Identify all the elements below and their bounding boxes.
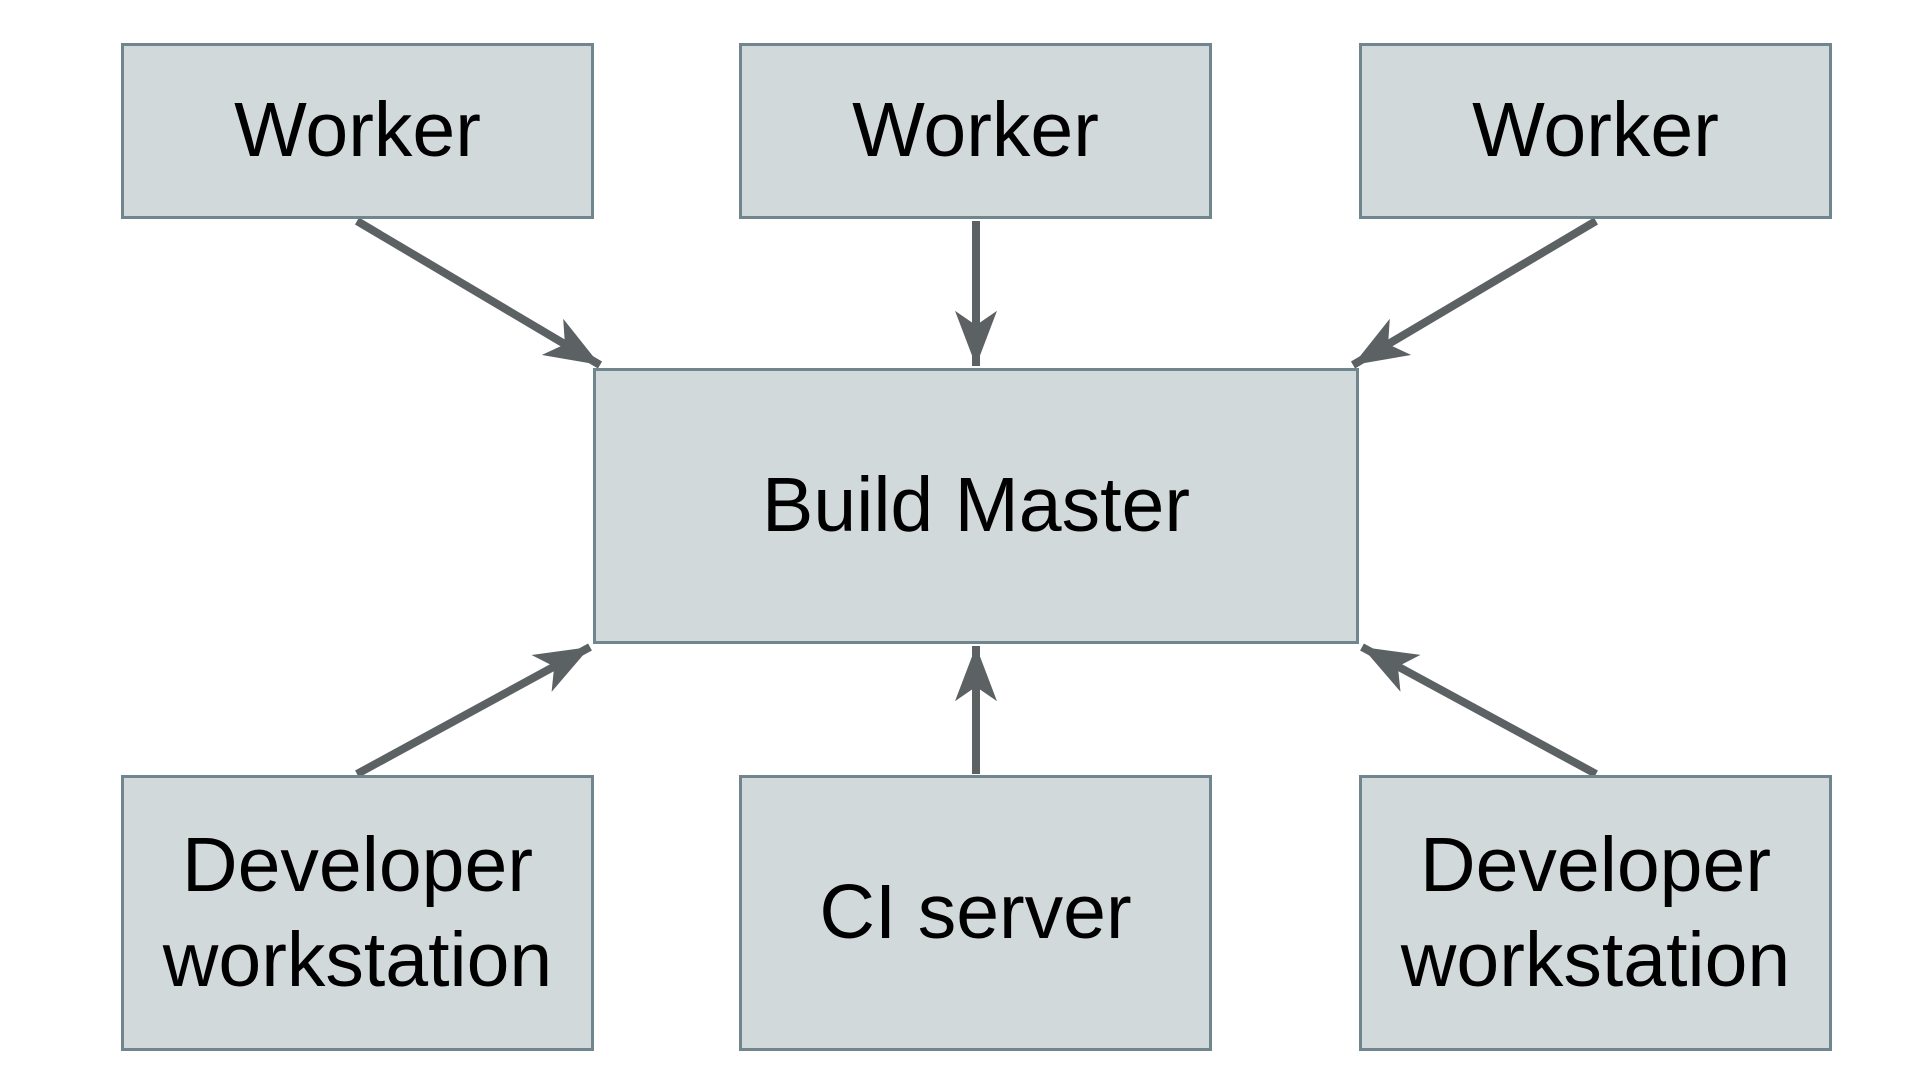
node-worker-1-label: Worker: [234, 87, 481, 174]
node-developer-workstation-2-label: Developer workstation: [1400, 821, 1791, 1003]
node-developer-workstation-1: Developer workstation: [121, 775, 594, 1051]
arrow-developer-workstation-2-to-build-master: [1360, 643, 1598, 778]
node-developer-workstation-1-label: Developer workstation: [162, 821, 553, 1003]
node-ci-server: CI server: [739, 775, 1212, 1051]
arrow-developer-workstation-1-to-build-master: [355, 643, 592, 778]
node-build-master-label: Build Master: [762, 462, 1190, 549]
node-worker-3: Worker: [1359, 43, 1832, 219]
node-developer-workstation-2: Developer workstation: [1359, 775, 1832, 1051]
node-worker-2: Worker: [739, 43, 1212, 219]
node-build-master: Build Master: [593, 368, 1359, 644]
node-worker-1: Worker: [121, 43, 594, 219]
node-ci-server-label: CI server: [819, 869, 1132, 956]
arrow-worker-3-to-build-master: [1350, 217, 1599, 369]
node-worker-3-label: Worker: [1472, 87, 1719, 174]
arrow-worker-1-to-build-master: [354, 217, 603, 369]
node-worker-2-label: Worker: [852, 87, 1099, 174]
